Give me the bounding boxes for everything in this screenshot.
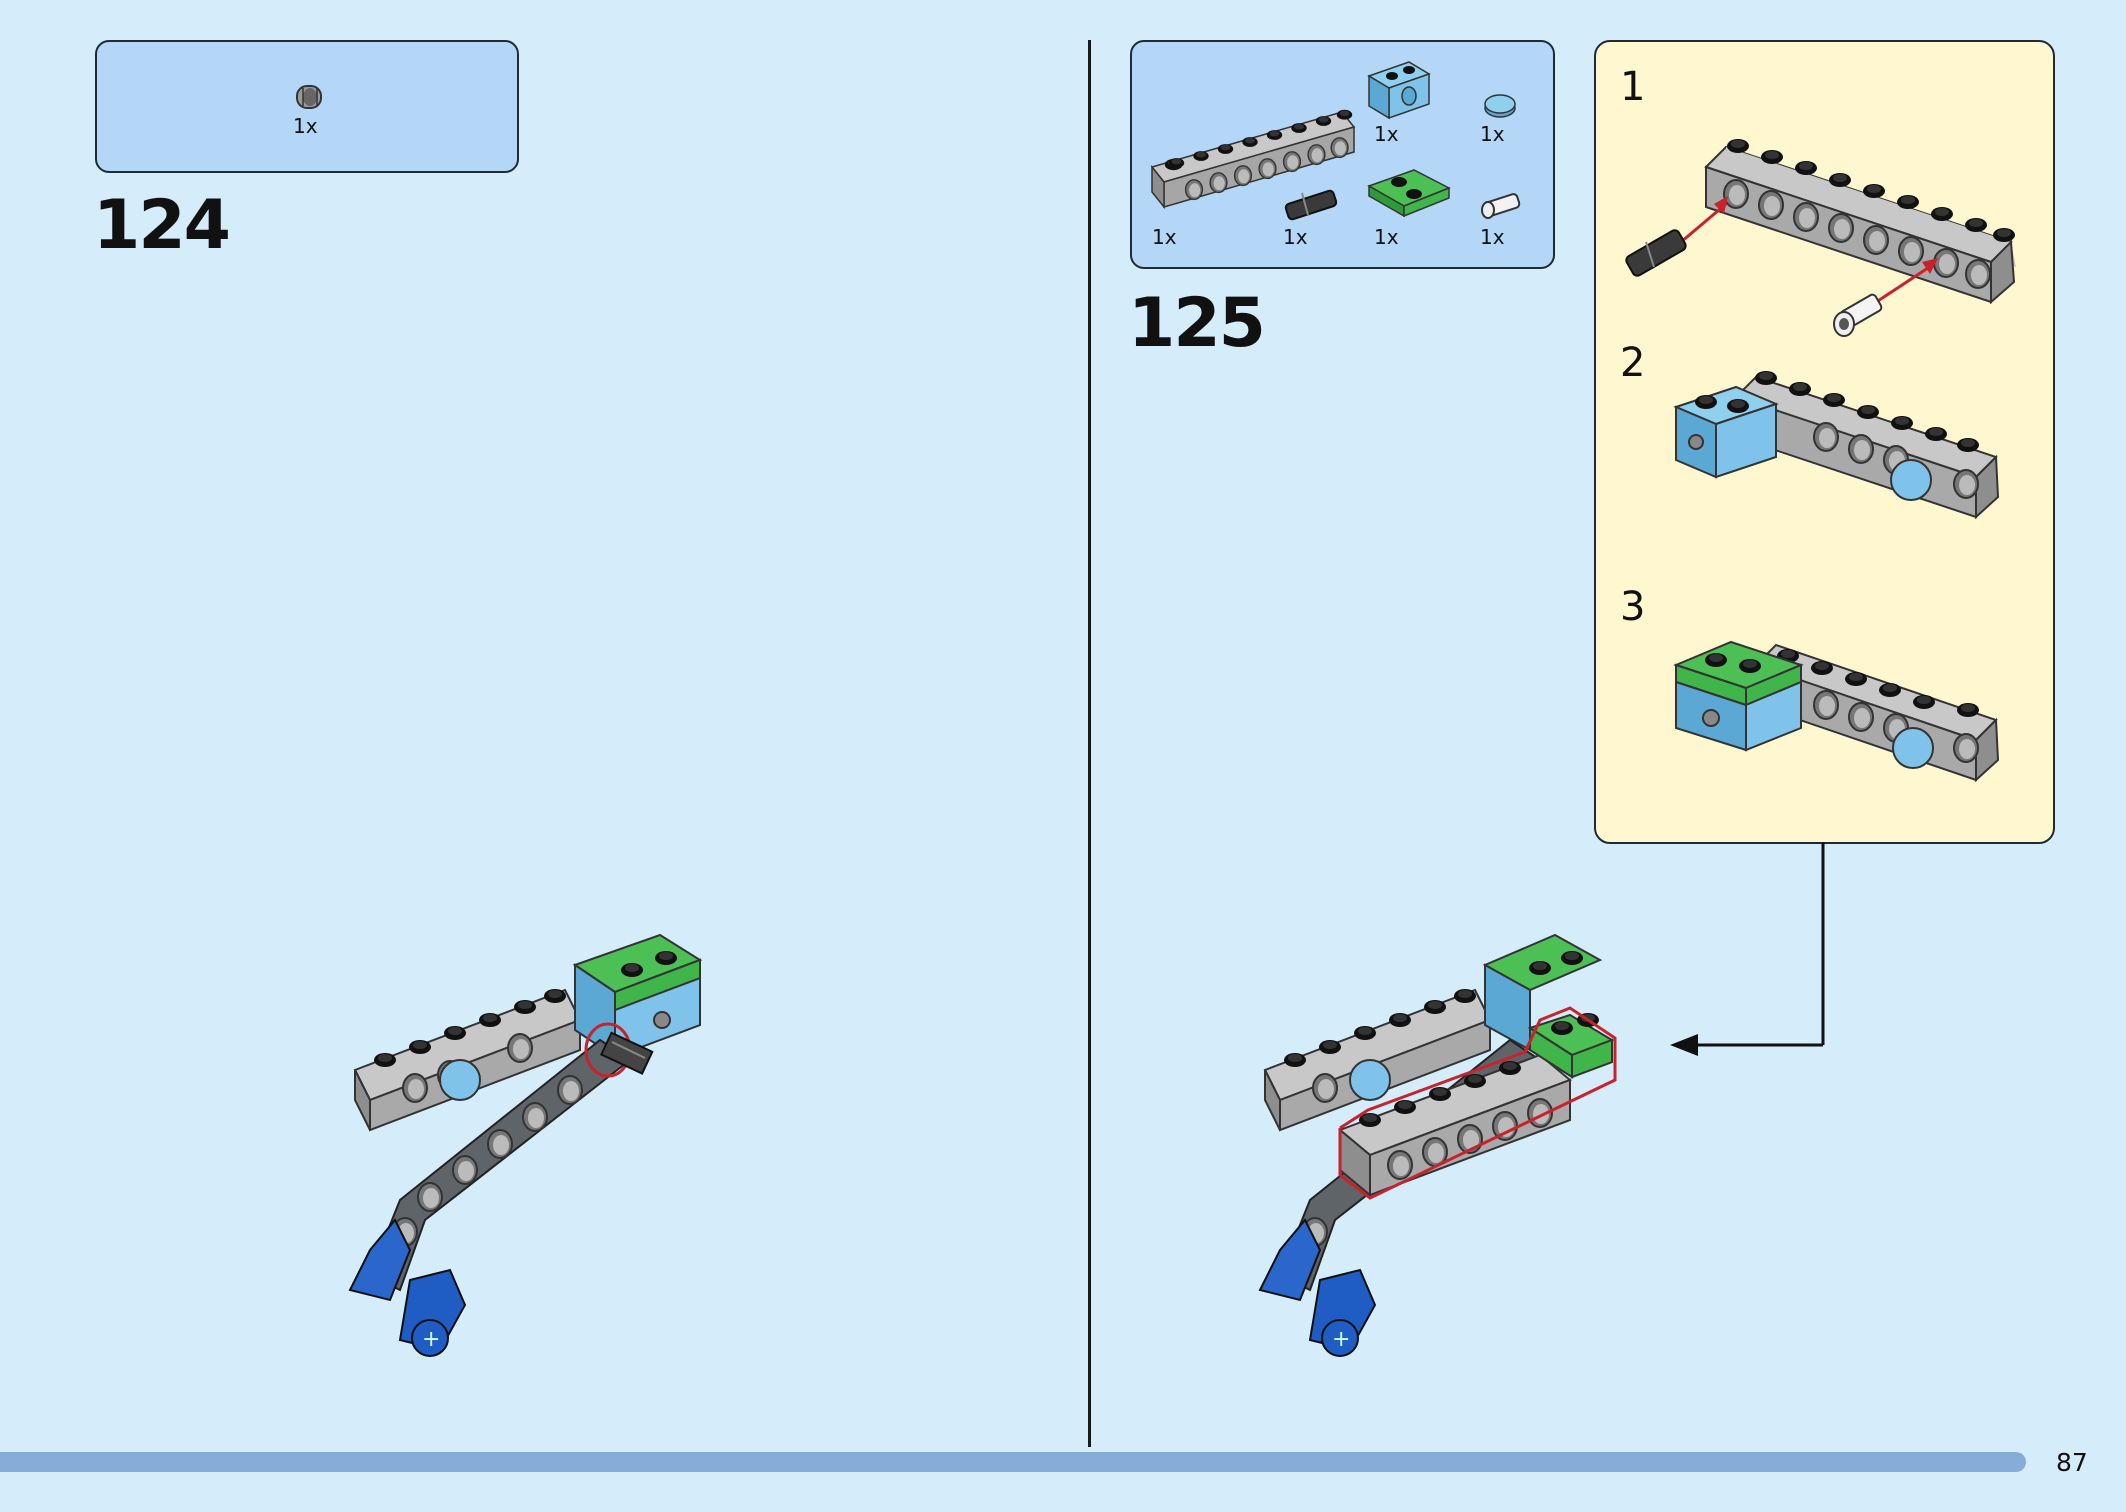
part-qty: 1x xyxy=(1374,225,1399,249)
part-qty: 1x xyxy=(1374,122,1399,146)
substep-2-illustration xyxy=(1673,371,2000,520)
page-progress-bar xyxy=(0,1452,2026,1472)
svg-text:+: + xyxy=(1332,1327,1350,1352)
white-pin-icon xyxy=(1481,193,1521,219)
model-step-124: + xyxy=(348,933,703,1357)
model-step-125: + xyxy=(1258,933,1617,1357)
blue-round-tile-icon xyxy=(1484,94,1516,118)
substep-3-illustration xyxy=(1673,640,2000,783)
gray-technic-beam-icon xyxy=(1150,109,1356,210)
parts-callout-124: 1x xyxy=(95,40,519,173)
svg-text:+: + xyxy=(422,1327,440,1352)
substep-number-2: 2 xyxy=(1620,340,1646,386)
substep-number-1: 1 xyxy=(1620,64,1646,110)
part-qty: 1x xyxy=(1480,122,1505,146)
substep-callout: 1 2 3 xyxy=(1594,40,2055,844)
step-number-125: 125 xyxy=(1128,284,1266,363)
substep-number-3: 3 xyxy=(1620,584,1646,630)
part-qty: 1x xyxy=(1283,225,1308,249)
step-number-124: 124 xyxy=(93,186,231,265)
part-qty: 1x xyxy=(1152,225,1177,249)
black-axle-pin-icon xyxy=(1284,189,1338,221)
substep-1-illustration xyxy=(1625,139,2016,337)
green-plate-icon xyxy=(1367,169,1451,218)
gray-bush-icon xyxy=(296,85,322,109)
substep-connector-arrow xyxy=(1670,842,1825,1056)
part-qty: 1x xyxy=(293,114,318,138)
parts-callout-125: 1x 1x 1x 1x 1x 1x xyxy=(1130,40,1555,269)
blue-technic-brick-icon xyxy=(1367,61,1431,120)
page-number: 87 xyxy=(2056,1448,2088,1477)
page-divider xyxy=(1088,40,1091,1447)
part-qty: 1x xyxy=(1480,225,1505,249)
